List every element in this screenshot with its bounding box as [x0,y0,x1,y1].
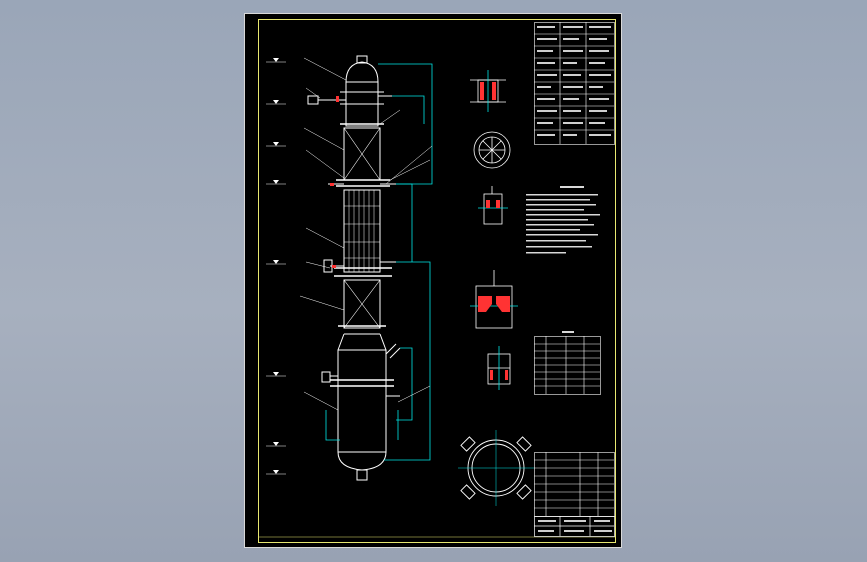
bottom-head [337,451,387,471]
tube-bundle [343,189,381,273]
title-block-text [538,520,612,532]
sheet-border [244,13,622,548]
nozzle-hatch-2 [478,296,510,312]
title-block [534,516,615,537]
lower-shell [337,349,387,453]
detail-section-top [470,70,506,112]
top-nozzle [356,55,368,64]
drawing-sheet [244,13,622,548]
plan-manway [473,131,511,169]
bottom-nozzle [356,469,368,481]
detail-hatch-top [480,82,496,100]
drawing-frame [258,19,616,543]
design-table-text [537,26,611,136]
nozzle-detail-3 [487,346,511,390]
transition-cone [337,333,387,351]
elevation-marker-ticks [273,58,279,474]
nozzle-hatch-1 [486,200,500,208]
top-head [345,61,379,83]
nozzle-detail-2 [470,270,518,329]
base-plan [458,430,534,506]
nozzle-detail-1 [478,186,508,225]
weld-hatches [330,96,339,268]
nozzle-table-title [562,331,574,333]
tower-elevation [307,55,401,481]
piping-lines [325,63,433,461]
design-data-table [534,22,615,145]
packing-section-2 [343,279,381,329]
leader-lines [299,57,433,411]
nozzle-table [534,336,601,395]
parts-list [534,452,615,517]
nozzle-hatch-3 [490,370,508,380]
technical-notes [526,186,600,254]
elevation-markers [266,61,286,475]
